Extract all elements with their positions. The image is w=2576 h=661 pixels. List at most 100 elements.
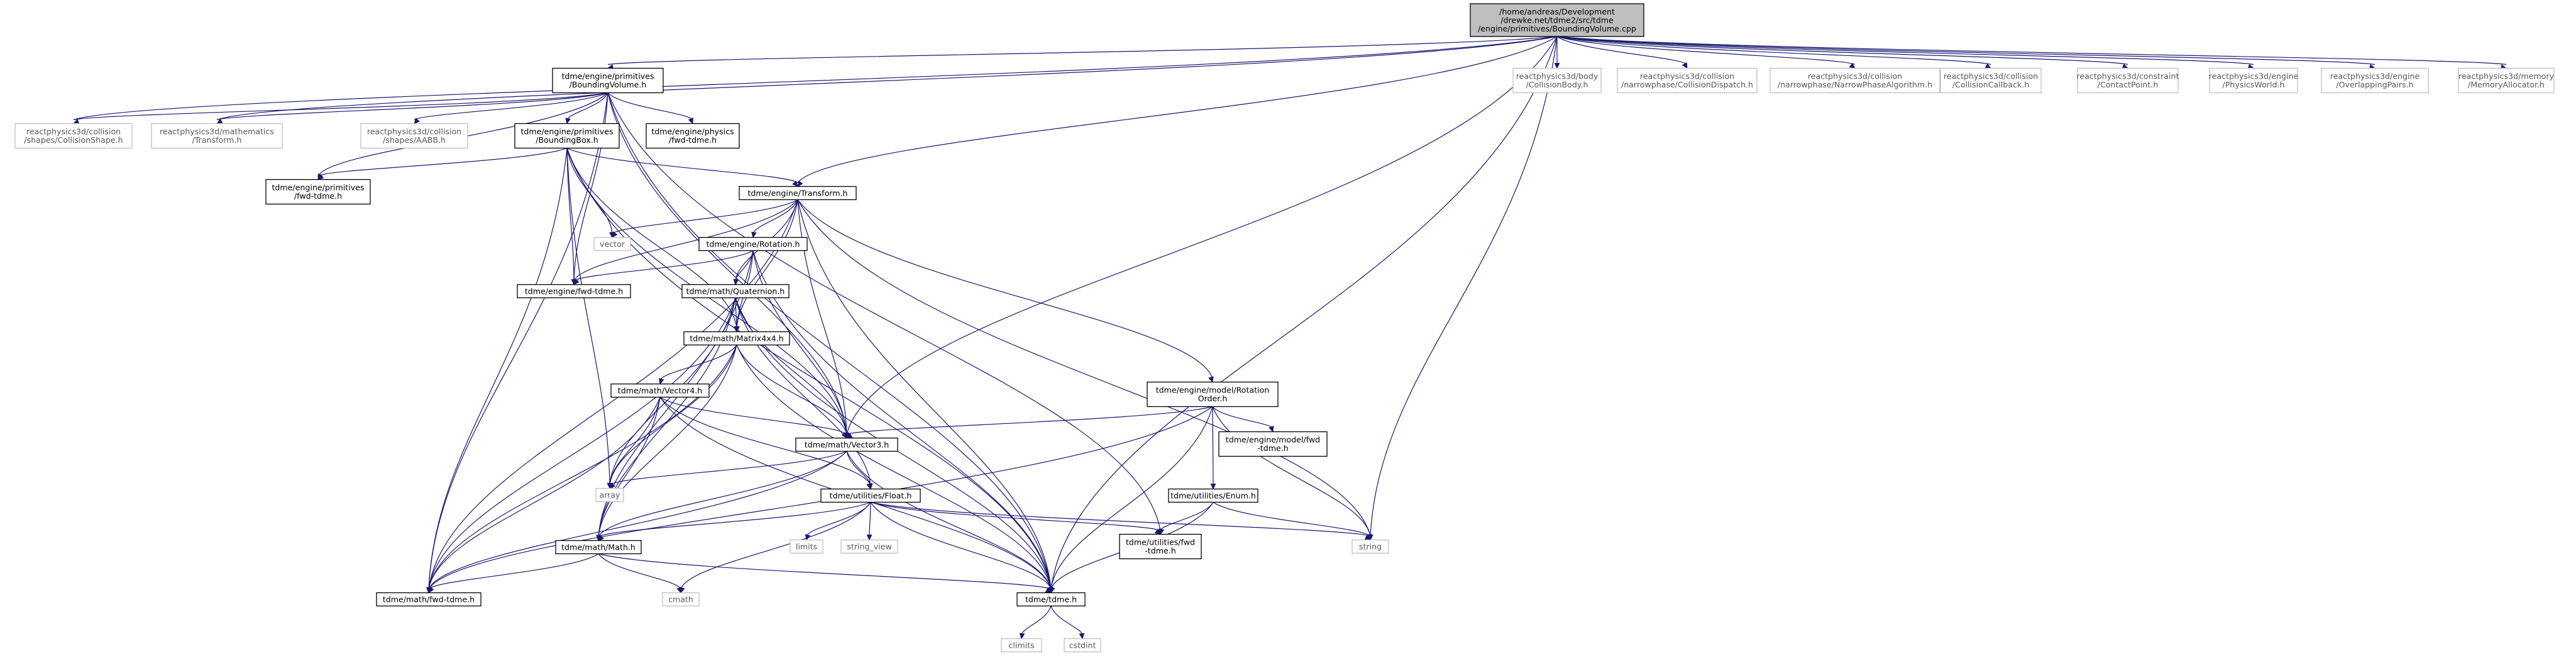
node-label: /narrowphase/NarrowPhaseAlgorithm.h [1778,80,1932,89]
edge-vec4-to-vec3 [659,396,847,435]
node-label: tdme/utilities/Float.h [830,491,912,500]
edge-tdmeh-to-cstdint [1050,606,1083,635]
node-tdmeh[interactable]: tdme/tdme.h [1016,592,1086,607]
arrowhead-rotorder-to-model_fwd [1269,426,1274,433]
node-prim_fwd[interactable]: tdme/engine/primitives/fwd-tdme.h [265,179,371,205]
node-label: reactphysics3d/engine [2209,72,2299,81]
node-cstdint: cstdint [1064,638,1101,653]
node-rotation[interactable]: tdme/engine/Rotation.h [698,236,808,252]
edge-root-to-rp_npalg [1556,36,1856,65]
edge-vec3-to-array [609,450,847,486]
node-math_fwd[interactable]: tdme/math/fwd-tdme.h [376,592,482,607]
edge-tdmeh-to-climits [1021,606,1052,635]
node-label: tdme/engine/model/Rotation [1156,386,1270,395]
edge-bv-to-phys_fwd [607,92,693,120]
edge-root-to-rp_tr [216,36,1558,121]
arrowhead-bb-to-transform [792,181,798,187]
node-bv[interactable]: tdme/engine/primitives/BoundingVolume.h [552,67,664,94]
node-label: /narrowphase/CollisionDispatch.h [1621,80,1753,89]
node-box [610,383,710,398]
edge-bb-to-prim_fwd [317,147,568,177]
arrowhead-transform-to-vector [612,231,618,238]
node-label: reactphysics3d/collision [1808,72,1902,81]
edge-rotation-to-eng_fwd [573,250,754,281]
edge-rotation-to-tdmeh [752,250,1052,589]
arrowhead-bv-to-bb [565,118,571,125]
edge-bv-to-rp_tr [216,92,608,121]
edge-quat-to-vec3 [735,297,847,435]
node-bb[interactable]: tdme/engine/primitives/BoundingBox.h [514,123,620,149]
node-label: reactphysics3d/mathematics [160,127,274,136]
edge-vec4-to-float [659,397,871,486]
node-label: /BoundingBox.h [536,135,598,145]
edge-vec3-to-math_fwd [428,451,847,589]
arrowhead-root-to-transform [797,181,803,187]
node-float[interactable]: tdme/utilities/Float.h [820,488,921,503]
node-box [1064,638,1101,653]
node-label: reactphysics3d/memory [2458,72,2555,81]
edge-root-to-bv [607,36,1558,65]
node-box [2209,67,2298,94]
node-box [14,123,133,149]
node-label: /PhysicsWorld.h [2223,80,2285,89]
node-vec3[interactable]: tdme/math/Vector3.h [795,437,898,452]
node-cmath: cmath [662,592,700,607]
edge-mathh-to-cmath [598,553,681,589]
node-label: /OverlappingPairs.h [2336,80,2413,89]
node-rp_body: reactphysics3d/body/CollisionBody.h [1512,67,1602,94]
node-util_fwd[interactable]: tdme/utilities/fwd-tdme.h [1119,533,1202,560]
node-rp_op: reactphysics3d/engine/OverlappingPairs.h [2321,67,2429,94]
node-label: /fwd-tdme.h [669,135,717,145]
node-transform[interactable]: tdme/engine/Transform.h [739,186,857,201]
edge-root-to-string [1370,36,1558,536]
node-label: climits [1008,640,1034,650]
edge-transform-to-tdmeh [797,199,1052,589]
node-label: tdme/engine/model/fwd [1226,435,1320,445]
edge-transform-to-vec3 [797,199,847,435]
node-eng_fwd[interactable]: tdme/engine/fwd-tdme.h [517,284,631,299]
node-mat4[interactable]: tdme/math/Matrix4x4.h [683,331,790,346]
edge-rotorder-to-math_fwd [428,406,1213,589]
node-label: /shapes/CollisionShape.h [24,135,123,145]
node-phys_fwd[interactable]: tdme/engine/physics/fwd-tdme.h [646,123,740,149]
arrowhead-root-to-rp_npalg [1849,62,1856,69]
node-mathh[interactable]: tdme/math/Math.h [555,540,642,555]
edge-vec4-to-math_fwd [428,397,661,589]
edge-vec3-to-mathh [598,451,847,537]
edge-root-to-rp_ma [1556,36,2507,65]
node-quat[interactable]: tdme/math/Quaternion.h [681,284,790,299]
arrowhead-float-to-string_view [866,534,872,541]
arrowhead-rotation-to-eng_fwd [573,279,580,286]
node-label: tdme/engine/fwd-tdme.h [525,286,623,296]
node-label: /fwd-tdme.h [294,191,342,201]
node-label: reactphysics3d/collision [26,127,121,136]
edge-transform-to-vector [612,199,798,234]
edge-bb-to-vector [566,148,613,234]
node-box [790,539,823,554]
node-box [376,592,482,607]
node-vec4[interactable]: tdme/math/Vector4.h [610,383,710,398]
edge-bb-to-vec3 [566,148,847,435]
node-root[interactable]: /home/andreas/Development/drewke.net/tdm… [1470,3,1644,37]
node-limits: limits [790,539,823,554]
node-label: /ContactPoint.h [2098,80,2159,89]
arrowhead-bv-to-rp_aabb [414,118,420,125]
node-label: /drewke.net/tdme2/src/tdme [1500,15,1614,25]
node-label: /BoundingVolume.h [570,80,647,89]
edge-float-to-limits [806,502,871,536]
node-label: reactphysics3d/body [1516,72,1599,81]
node-rp_npalg: reactphysics3d/collision/narrowphase/Nar… [1770,67,1940,94]
edge-bb-to-math_fwd [428,148,568,589]
edge-vec4-to-array [609,397,661,485]
node-label: -tdme.h [1257,443,1288,453]
node-box [662,592,700,607]
edge-root-to-rp_cdisp [1556,36,1688,65]
node-box [683,331,790,346]
edge-root-to-transform [797,36,1558,183]
node-array: array [595,487,624,503]
node-label: tdme/engine/primitives [520,127,613,136]
node-enum[interactable]: tdme/utilities/Enum.h [1168,488,1258,503]
node-model_fwd[interactable]: tdme/engine/model/fwd-tdme.h [1218,431,1328,457]
